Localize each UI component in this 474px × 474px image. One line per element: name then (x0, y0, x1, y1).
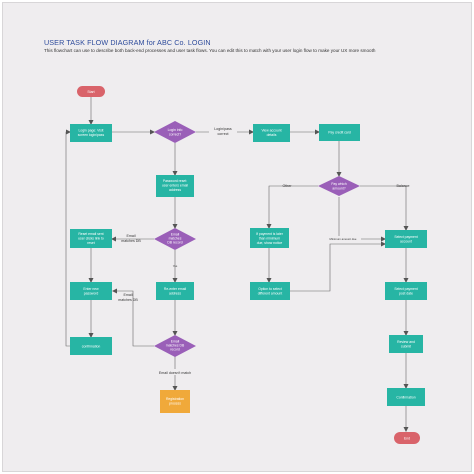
node-email-matches-2-line1: Email (171, 340, 180, 344)
node-option-select-line1: Option to select (258, 287, 282, 291)
node-option-select-line2: different amount (258, 292, 282, 296)
node-review-line1: Review and (397, 340, 415, 344)
edge-option-account (290, 241, 386, 292)
node-view-account-line1: View account (261, 129, 281, 133)
node-password-reset-line1: Password reset: (163, 179, 187, 183)
node-reenter-email-line1: Re-enter email (164, 287, 186, 291)
node-reenter-email-line2: address (169, 292, 181, 296)
node-end-label: End (404, 437, 410, 441)
node-payment-later-line2: than minimum (259, 237, 280, 241)
node-reset-email-sent[interactable]: Reset email sent user clicks link to res… (70, 229, 112, 248)
node-email-matches-1-line2: matches (169, 237, 182, 241)
diagram-title: USER TASK FLOW DIAGRAM for ABC Co. LOGIN (44, 38, 211, 47)
node-enter-password-line2: password (84, 292, 99, 296)
node-payment-later-line3: due, show notice (257, 241, 283, 245)
node-pay-which-line1: Pay which (331, 182, 347, 186)
node-email-matches-decision-2[interactable]: Email matches DB record (154, 335, 196, 357)
node-reenter-email[interactable]: Re-enter email address (156, 282, 194, 300)
node-select-account-line1: Select payment (394, 235, 417, 239)
node-email-matches-decision-1[interactable]: Email matches DB record (154, 228, 196, 250)
node-review-line2: submit (401, 345, 411, 349)
node-email-matches-1-line1: Email (171, 233, 180, 237)
node-payment-later-notice[interactable]: If payment is later than minimum due, sh… (250, 228, 289, 248)
edge-minimum-account (338, 197, 386, 242)
node-email-matches-2-line3: record (170, 348, 180, 352)
edge-label-login-correct-2: correct (218, 132, 229, 136)
node-end[interactable]: End (394, 432, 420, 444)
edge-match2-password (112, 288, 154, 347)
edge-label-minimum-due: Minimum amount due (330, 237, 357, 241)
diagram-subtitle: This flowchart can use to describe both … (44, 48, 376, 53)
edge-confirm-login (65, 129, 71, 347)
node-login-page-line2: screen login/pass (78, 133, 105, 137)
node-view-account-line2: details (267, 133, 277, 137)
node-enter-new-password[interactable]: Enter new password (70, 282, 112, 300)
node-login-page[interactable]: Login page: Visit screen login/pass (70, 124, 112, 142)
edge-label-email-match-2a: Email (124, 293, 133, 297)
edge-labels: Login/pass correct Email matches DB Emai… (118, 125, 410, 375)
node-select-payment-account[interactable]: Select payment account (385, 230, 427, 248)
node-select-date-line1: Select payment (394, 287, 417, 291)
node-registration-line1: Registration (166, 397, 184, 401)
edge-lines (65, 97, 409, 432)
edge-label-yes: Yes (173, 264, 178, 268)
node-start[interactable]: Start (77, 86, 105, 97)
node-enter-password-line1: Enter new (83, 287, 99, 291)
node-login-correct-line2: correct? (169, 133, 181, 137)
node-password-reset-line3: address (169, 188, 181, 192)
edge-label-bg (209, 125, 237, 135)
edge-label-email-match-2b: matches DB (118, 298, 138, 302)
node-pay-which-line2: amount? (332, 187, 345, 191)
node-pay-which-decision[interactable]: Pay which amount? (318, 176, 360, 196)
node-email-matches-2-line2: matches DB (166, 344, 185, 348)
node-password-reset-line2: user enters email (162, 184, 188, 188)
node-password-reset[interactable]: Password reset: user enters email addres… (156, 175, 194, 197)
node-select-payment-date[interactable]: Select payment post date (385, 282, 427, 300)
node-reset-email-line3: reset (87, 241, 95, 245)
edge-label-email-doesnt-match: Email doesn't match (159, 371, 191, 375)
node-select-date-line2: post date (399, 292, 413, 296)
node-registration-process[interactable]: Registration process (160, 390, 190, 413)
edge-label-email-match-1a: Email (127, 234, 136, 238)
edge-label-login-correct-1: Login/pass (214, 127, 232, 131)
node-view-account[interactable]: View account details (253, 124, 290, 142)
node-reset-email-line2: user clicks link to (78, 237, 104, 241)
node-reset-email-line1: Reset email sent (78, 232, 103, 236)
edge-label-bg (153, 369, 197, 375)
node-pay-card-line1: Pay credit card (328, 131, 351, 135)
node-pay-credit-card[interactable]: Pay credit card (319, 124, 360, 141)
node-confirmation-left[interactable]: confirmation (70, 337, 112, 355)
edge-label-other: Other (283, 184, 293, 188)
node-review-submit[interactable]: Review and submit (389, 335, 423, 353)
node-login-page-line1: Login page: Visit (78, 129, 103, 133)
node-payment-later-line1: If payment is later (256, 232, 284, 236)
node-confirmation-right[interactable]: Confirmation (387, 388, 425, 406)
node-registration-line2: process (169, 402, 181, 406)
node-confirmation-right-label: Confirmation (396, 396, 415, 400)
edge-label-email-match-1b: matches DB (121, 239, 141, 243)
edge-label-balance: Balance (397, 184, 410, 188)
edge-other-paymentlater (266, 185, 318, 229)
node-email-matches-1-line3: DB record (167, 241, 182, 245)
node-start-label: Start (87, 90, 94, 94)
edge-balance-account (360, 185, 409, 231)
edge-label-bg (325, 236, 361, 241)
node-option-select-amount[interactable]: Option to select different amount (250, 282, 290, 300)
node-login-correct-line1: Login info (168, 128, 183, 132)
node-login-correct-decision[interactable]: Login info correct? (154, 121, 196, 143)
node-select-account-line2: account (400, 240, 412, 244)
node-confirmation-left-label: confirmation (82, 345, 101, 349)
